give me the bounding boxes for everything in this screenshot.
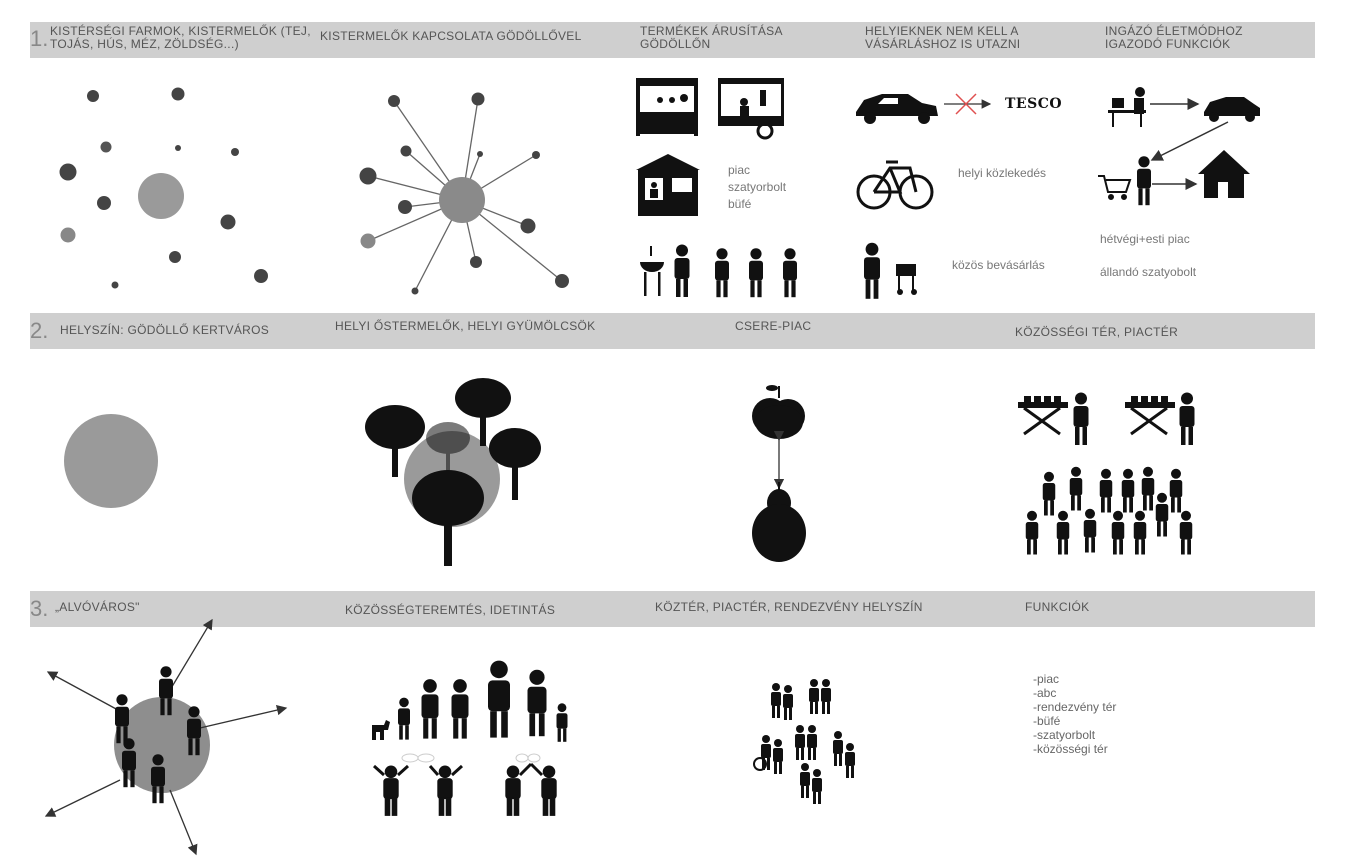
bicycle-icon: [856, 160, 934, 210]
crowd-icon: [1025, 466, 1193, 555]
market-type-piac: piac: [728, 163, 751, 177]
row-2-number: 2.: [30, 318, 49, 343]
cart-stall-icon: [718, 78, 784, 140]
people-icon: [674, 244, 797, 298]
row-1-header-2: KISTERMELŐK KAPCSOLATA GÖDÖLLŐVEL: [320, 29, 582, 43]
row-1-header-5: INGÁZÓ ÉLETMÓDHOZ IGAZODÓ FUNKCIÓK: [1105, 24, 1243, 51]
permanent-shop-label: állandó szatyobolt: [1100, 265, 1197, 279]
row-2-header-1: HELYSZÍN: GÖDÖLLŐ KERTVÁROS: [60, 323, 270, 337]
farm-dots-scatter: [59, 87, 268, 289]
market-type-szatyorbolt: szatyorbolt: [728, 180, 787, 194]
crossed-arrow: [944, 93, 992, 115]
row-1-band: [30, 22, 1315, 58]
row-3-header-3: KÖZTÉR, PIACTÉR, RENDEZVÉNY HELYSZÍN: [655, 600, 923, 614]
function-item: -szatyorbolt: [1033, 728, 1096, 742]
row-3-header-1: „ALVÓVÁROS": [55, 600, 140, 614]
market-stall-icon: [636, 78, 698, 136]
row-2-header-2: HELYI ŐSTERMELŐK, HELYI GYÜMÖLCSÖK: [335, 319, 596, 333]
row-3-header-2: KÖZÖSSÉGTEREMTÉS, IDETINTÁS: [345, 603, 556, 617]
sleeping-town-diagram: [44, 618, 288, 856]
commute-arrows: [1150, 98, 1229, 190]
apple-icon: [752, 385, 805, 439]
row-1-header-1: KISTÉRSÉGI FARMOK, KISTERMELŐK (TEJ, TOJ…: [50, 24, 311, 51]
row-1-header-3: TERMÉKEK ÁRUSÍTÁSA GÖDÖLLŐN: [640, 24, 783, 51]
shared-shopping-label: közös bevásárlás: [952, 258, 1045, 272]
farm-connections-star: [359, 92, 569, 295]
row-2-header-3: CSERE-PIAC: [735, 319, 812, 333]
grill-icon: [640, 246, 664, 296]
function-item: -rendezvény tér: [1033, 700, 1117, 714]
car-icon: [1204, 97, 1260, 122]
row-2-band: [30, 313, 1315, 349]
function-item: -büfé: [1033, 714, 1061, 728]
weekend-market-label: hétvégi+esti piac: [1100, 232, 1190, 246]
car-icon: [856, 94, 938, 124]
functions-list: -piac -abc -rendezvény tér -büfé -szatyo…: [1033, 672, 1116, 756]
market-tables-icon: [1018, 392, 1195, 445]
local-transport-label: helyi közlekedés: [958, 166, 1047, 180]
family-icon: [372, 660, 568, 742]
row-1-header-4: HELYIEKNEK NEM KELL A VÁSÁRLÁSHOZ IS UTA…: [865, 24, 1021, 51]
row-2-header-4: KÖZÖSSÉGI TÉR, PIACTÉR: [1015, 325, 1179, 339]
house-icon: [1198, 150, 1250, 198]
stroller-icon: [864, 242, 917, 299]
function-item: -közösségi tér: [1033, 742, 1108, 756]
shopper-icon: [1137, 156, 1151, 206]
computer-desk-icon: [1108, 87, 1146, 127]
row-3-header-4: FUNKCIÓK: [1025, 600, 1090, 614]
orchard-trees: [365, 378, 541, 566]
function-item: -piac: [1033, 672, 1060, 686]
function-item: -abc: [1033, 686, 1057, 700]
market-type-bufe: büfé: [728, 197, 752, 211]
kiosk-icon: [636, 154, 700, 216]
tesco-logo: TESCO: [1005, 96, 1063, 112]
row-3-band: [30, 591, 1315, 627]
shopping-cart-icon: [1098, 175, 1132, 200]
location-circle: [64, 414, 158, 508]
pear-icon: [752, 482, 806, 562]
row-3-number: 3.: [30, 596, 49, 621]
public-space-people-icon: [753, 679, 855, 804]
row-1-number: 1.: [30, 26, 49, 51]
dancing-people-icon: [372, 753, 557, 816]
